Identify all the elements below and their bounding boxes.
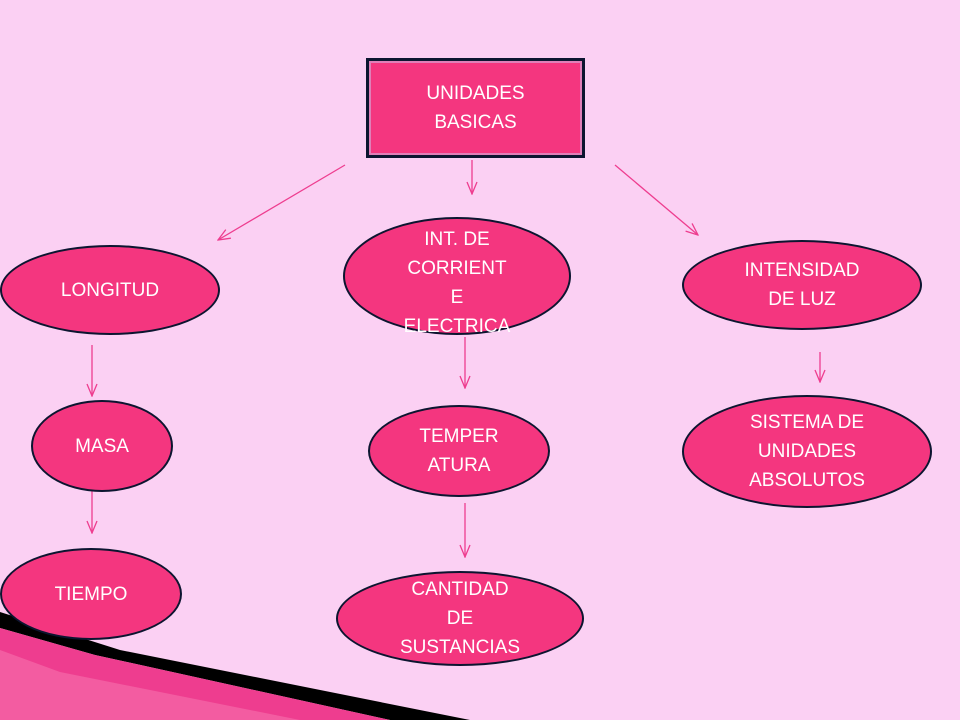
node-longitud[interactable]: LONGITUD: [0, 245, 220, 335]
node-label: INTENSIDAD DE LUZ: [744, 260, 860, 310]
node-int-corriente-electrica[interactable]: INT. DE CORRIENT E ELECTRICA: [343, 217, 571, 337]
node-label: INT. DE CORRIENT E ELECTRICA: [403, 229, 511, 337]
node-label: LONGITUD: [60, 279, 160, 301]
node-label: MASA: [75, 435, 129, 457]
arrow-root-to-longitud: [218, 164, 346, 240]
node-unidades-basicas[interactable]: UNIDADES BASICAS: [366, 58, 585, 158]
node-intensidad-luz[interactable]: INTENSIDAD DE LUZ: [682, 240, 922, 330]
node-temperatura[interactable]: TEMPER ATURA: [368, 405, 550, 497]
corner-highlight: [0, 650, 300, 720]
node-label: CANTIDAD DE SUSTANCIAS: [399, 579, 520, 658]
node-label: TIEMPO: [54, 583, 128, 605]
node-masa[interactable]: MASA: [31, 400, 173, 492]
node-label: UNIDADES BASICAS: [426, 83, 525, 133]
arrow-root-to-intensidad-luz: [614, 164, 698, 235]
node-label: TEMPER ATURA: [419, 426, 499, 476]
node-sistema-unidades-absolutos[interactable]: SISTEMA DE UNIDADES ABSOLUTOS: [682, 395, 932, 508]
node-tiempo[interactable]: TIEMPO: [0, 548, 182, 640]
node-label: SISTEMA DE UNIDADES ABSOLUTOS: [749, 412, 865, 491]
node-cantidad-sustancias[interactable]: CANTIDAD DE SUSTANCIAS: [336, 571, 584, 666]
